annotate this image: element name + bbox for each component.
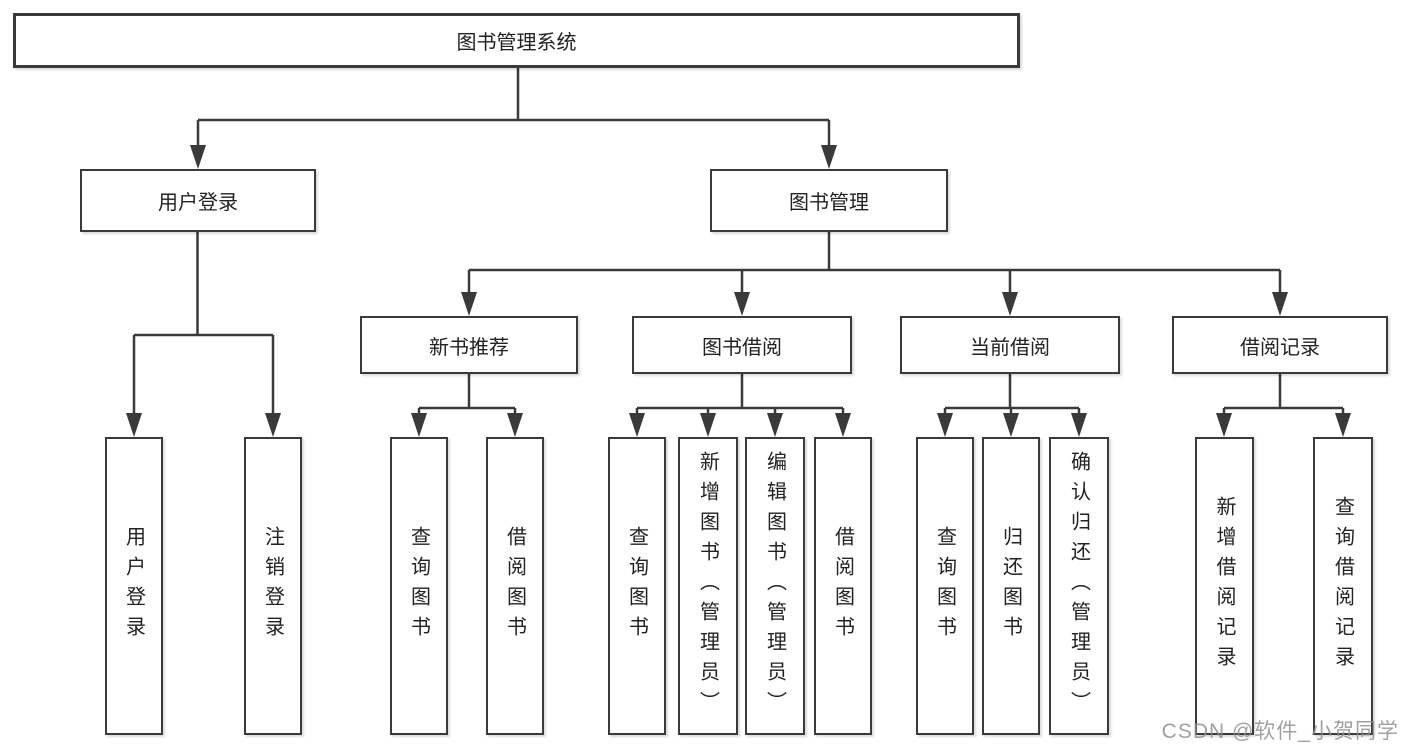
leaf-add-books-admin: 新增图书（管理员） — [678, 437, 738, 735]
node-library-system: 图书管理系统 — [13, 13, 1020, 68]
node-user-login: 用户登录 — [80, 169, 316, 232]
leaf-query-books-borrow: 查询图书 — [608, 437, 666, 735]
leaf-borrow-books: 借阅图书 — [814, 437, 872, 735]
leaf-query-borrow-record: 查询借阅记录 — [1313, 437, 1373, 735]
node-borrow-records: 借阅记录 — [1172, 316, 1388, 374]
leaf-confirm-return-admin: 确认归还（管理员） — [1049, 437, 1109, 735]
leaf-borrow-books-recommend: 借阅图书 — [486, 437, 544, 735]
leaf-query-books-recommend: 查询图书 — [390, 437, 448, 735]
node-book-management: 图书管理 — [710, 169, 948, 232]
leaf-edit-books-admin: 编辑图书（管理员） — [745, 437, 805, 735]
leaf-add-borrow-record: 新增借阅记录 — [1195, 437, 1254, 735]
node-new-book-recommend: 新书推荐 — [360, 316, 578, 374]
arrowheads — [126, 145, 1351, 437]
node-current-borrow: 当前借阅 — [900, 316, 1120, 374]
node-book-borrow: 图书借阅 — [632, 316, 852, 374]
csdn-watermark: CSDN @软件_小贺同学 — [1161, 720, 1399, 743]
leaf-return-books: 归还图书 — [982, 437, 1040, 735]
leaf-query-books-current: 查询图书 — [916, 437, 974, 735]
leaf-user-login: 用户登录 — [105, 437, 163, 735]
leaf-logout: 注销登录 — [244, 437, 302, 735]
